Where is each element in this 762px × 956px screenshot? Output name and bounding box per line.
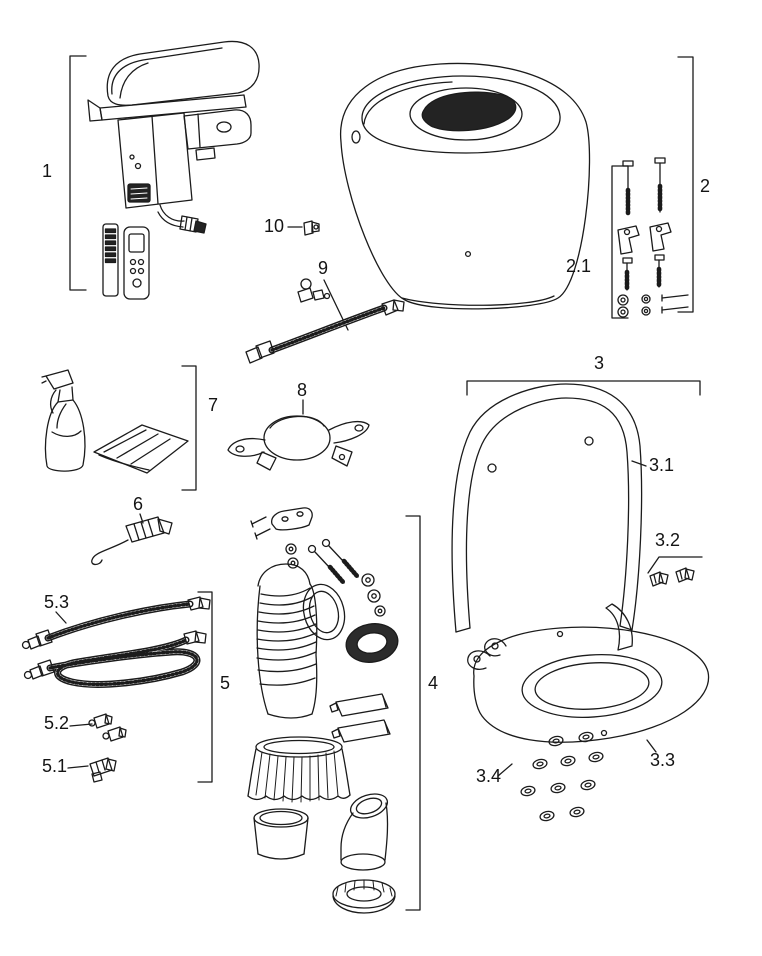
- part-3-2-fittings-drawing: [649, 567, 695, 587]
- part-5-3-hoses-drawing: [21, 596, 211, 688]
- bracket-2-1: [611, 165, 629, 319]
- bracket-4: [405, 515, 421, 911]
- label-1: 1: [42, 161, 52, 181]
- label-8: 8: [297, 380, 307, 400]
- label-4: 4: [428, 673, 438, 693]
- leader-3-4: [497, 763, 513, 777]
- part-1-remote-control-drawing: [102, 223, 150, 300]
- part-5-1-connector-drawing: [89, 757, 117, 783]
- leader-3-3: [646, 739, 657, 753]
- reference-labels: 1 2 2.1 3 3.1 3.2 3.3 3.4 4 5 5.1 5.2 5.…: [42, 161, 710, 786]
- part-3-4-buffers-drawing: [520, 729, 608, 822]
- label-9: 9: [318, 258, 328, 278]
- label-3-3: 3.3: [650, 750, 675, 770]
- part-3-3-seat-drawing: [467, 626, 710, 743]
- label-6: 6: [133, 494, 143, 514]
- label-2-1: 2.1: [566, 256, 591, 276]
- part-4-connection-set-drawing: [247, 507, 399, 914]
- toilet-ceramic-bowl-drawing: [340, 62, 591, 310]
- label-10: 10: [264, 216, 284, 236]
- part-9-hose-drawing: [245, 278, 405, 364]
- bracket-2: [677, 56, 694, 313]
- part-7-cleaning-set-drawing: [41, 369, 189, 474]
- label-3-4: 3.4: [476, 766, 501, 786]
- part-8-bracket-drawing: [227, 415, 370, 471]
- leader-5-1: [67, 765, 89, 769]
- bracket-7: [181, 365, 197, 491]
- part-1-functional-unit-drawing: [87, 40, 260, 234]
- bracket-3: [466, 380, 701, 396]
- label-5-2: 5.2: [44, 713, 69, 733]
- part-10-nozzle-drawing: [303, 220, 320, 236]
- label-5-3: 5.3: [44, 592, 69, 612]
- label-3-2: 3.2: [655, 530, 680, 550]
- label-5: 5: [220, 673, 230, 693]
- reference-brackets: [55, 55, 703, 911]
- part-3-1-lid-drawing: [451, 383, 643, 651]
- label-7: 7: [208, 395, 218, 415]
- bracket-5: [197, 591, 213, 783]
- label-2: 2: [700, 176, 710, 196]
- part-6-cable-connector-drawing: [91, 516, 173, 566]
- label-3-1: 3.1: [649, 455, 674, 475]
- part-2-1-fixing-set-drawing: [617, 157, 689, 318]
- leader-3-1: [631, 460, 647, 467]
- bracket-3-2: [647, 556, 703, 574]
- label-3: 3: [594, 353, 604, 373]
- leader-5-2: [69, 723, 93, 727]
- leader-5-3: [55, 611, 67, 624]
- bracket-1: [69, 55, 87, 291]
- label-5-1: 5.1: [42, 756, 67, 776]
- part-5-2-connectors-drawing: [88, 713, 127, 742]
